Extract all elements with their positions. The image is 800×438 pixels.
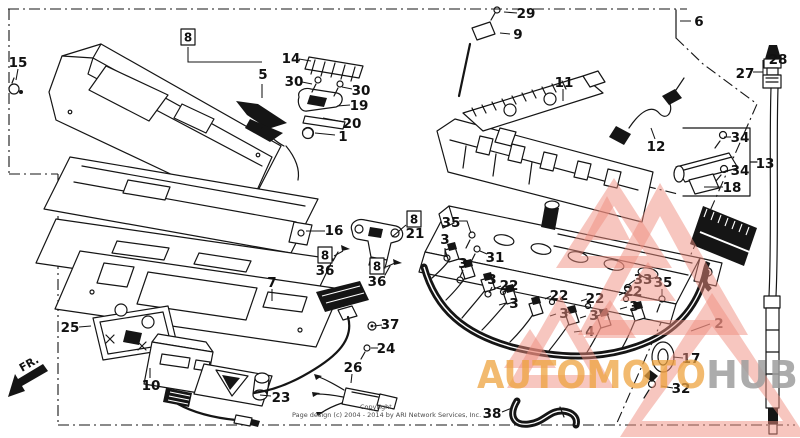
callout-22: 22 bbox=[550, 288, 569, 304]
callout-37: 37 bbox=[381, 317, 400, 333]
callout-34: 34 bbox=[731, 130, 750, 146]
watermark-text-right: HUB bbox=[706, 353, 798, 397]
callout-19: 19 bbox=[350, 98, 369, 114]
callout-29: 29 bbox=[517, 6, 536, 22]
callout-20: 20 bbox=[343, 116, 362, 132]
callout-12: 12 bbox=[647, 139, 666, 155]
fr-direction-arrow: FR. bbox=[8, 353, 48, 397]
callout-35: 35 bbox=[442, 215, 461, 231]
upper-bracket-and-fittings bbox=[457, 6, 758, 197]
callout-24: 24 bbox=[377, 341, 396, 357]
callout-1: 1 bbox=[338, 129, 347, 145]
callout-15: 15 bbox=[9, 55, 28, 71]
callout-30: 30 bbox=[352, 83, 371, 99]
meter-bracket bbox=[193, 363, 273, 407]
callout-10: 10 bbox=[142, 378, 161, 394]
callout-3: 3 bbox=[487, 272, 496, 288]
callout-3: 3 bbox=[629, 299, 638, 315]
callout-11: 11 bbox=[555, 75, 574, 91]
copyright-line2: Page design (c) 2004 - 2014 by ARI Netwo… bbox=[292, 411, 481, 419]
copyright-note: Copyright Page design (c) 2004 - 2014 by… bbox=[292, 403, 481, 419]
copyright-line1: Copyright bbox=[360, 403, 392, 411]
watermark-triangles bbox=[504, 178, 800, 437]
watermark-text: AUTOMOTO HUB bbox=[477, 353, 798, 397]
callout-leader-lines bbox=[15, 11, 772, 413]
callout-3: 3 bbox=[440, 232, 449, 248]
callout-16: 16 bbox=[325, 223, 344, 239]
callout-5: 5 bbox=[258, 67, 267, 83]
pilot-lens-and-switch-parts bbox=[8, 56, 364, 140]
watermark-text-left: AUTOMOTO bbox=[477, 353, 706, 397]
boxed-callout-label: 8 bbox=[321, 249, 329, 263]
callout-13: 13 bbox=[756, 156, 775, 172]
boxed-callout: 8 bbox=[180, 28, 196, 46]
callout-14: 14 bbox=[282, 51, 301, 67]
callout-28: 28 bbox=[769, 52, 788, 68]
boxed-callout-label: 8 bbox=[410, 213, 418, 227]
callout-25: 25 bbox=[61, 320, 80, 336]
callout-38: 38 bbox=[483, 406, 502, 422]
boxed-callout: 8 bbox=[406, 210, 422, 228]
callout-3: 3 bbox=[509, 296, 518, 312]
boxed-callout-label: 8 bbox=[373, 260, 381, 274]
callout-36: 36 bbox=[368, 274, 387, 290]
callout-36: 36 bbox=[316, 263, 335, 279]
rubber-mount bbox=[332, 218, 404, 276]
callout-34: 34 bbox=[731, 163, 750, 179]
callout-22: 22 bbox=[500, 278, 519, 294]
callout-6: 6 bbox=[694, 14, 703, 30]
callout-31: 31 bbox=[486, 250, 505, 266]
callout-23: 23 bbox=[272, 390, 291, 406]
boxed-callout: 8 bbox=[369, 257, 385, 275]
callout-21: 21 bbox=[406, 226, 425, 242]
instrument-cover-assembly bbox=[48, 43, 300, 209]
callout-26: 26 bbox=[344, 360, 363, 376]
boxed-callout: 8 bbox=[317, 246, 333, 264]
callout-30: 30 bbox=[285, 74, 304, 90]
callout-7: 7 bbox=[267, 275, 276, 291]
callout-27: 27 bbox=[736, 66, 755, 82]
callout-9: 9 bbox=[513, 27, 522, 43]
callout-32: 32 bbox=[672, 381, 691, 397]
wire-harness bbox=[420, 206, 757, 429]
boxed-callout-label: 8 bbox=[184, 31, 192, 45]
front-panel bbox=[54, 250, 342, 348]
sub-harness bbox=[252, 281, 398, 416]
callout-18: 18 bbox=[723, 180, 742, 196]
callout-3: 3 bbox=[458, 256, 467, 272]
